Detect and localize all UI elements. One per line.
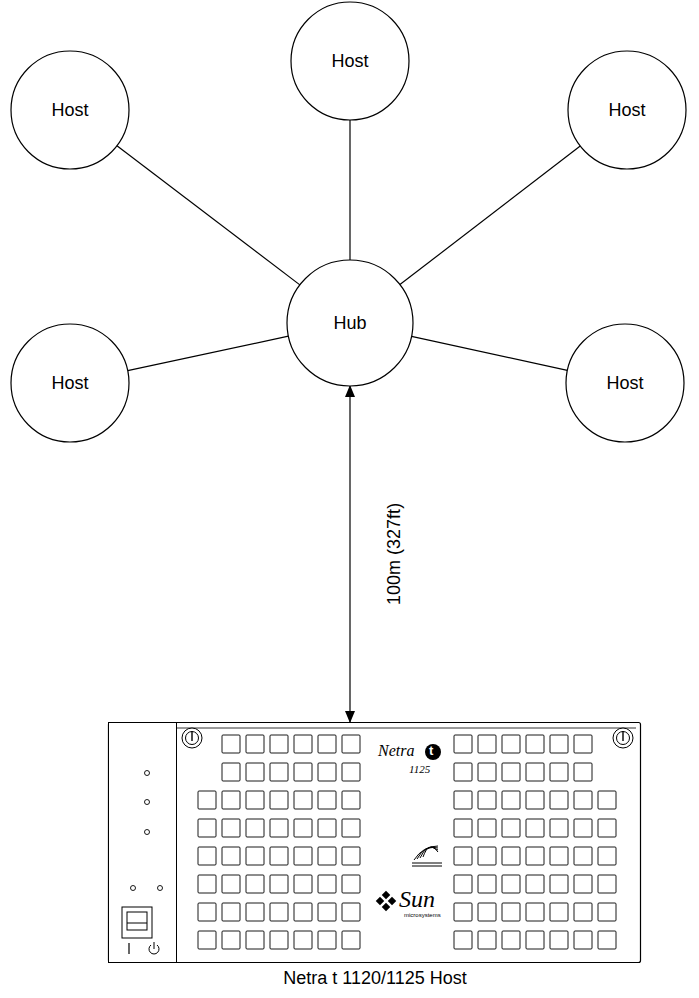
distance-label: 100m (327ft) [385,501,405,607]
link-line [128,336,289,370]
distance-arrow [349,386,350,722]
node-label: Host [51,373,88,394]
node-label: Host [608,100,645,121]
logo-text: t [429,744,433,757]
server-device: Netra t 1120/1125 Host Netra t 1125Sunmicro… [108,720,642,995]
host-circle: Host [567,50,687,170]
server-illustration [108,720,642,995]
logo-text: Netra [378,743,414,759]
model-number: 1125 [409,764,430,775]
link-line [349,120,350,260]
host-circle: Host [290,1,410,121]
link-line [117,146,300,285]
host-circle: Host [10,50,130,170]
node-label: Hub [333,313,366,334]
link-line [400,146,580,285]
brand-logo: Sun [399,887,435,911]
link-line [412,336,568,370]
host-circle: Host [565,323,685,443]
node-label: Host [606,373,643,394]
node-label: Host [51,100,88,121]
hub-circle: Hub [286,259,414,387]
host-circle: Host [10,323,130,443]
node-label: Host [331,51,368,72]
device-caption: Netra t 1120/1125 Host [108,968,642,989]
brand-text: microsystems [404,912,441,918]
